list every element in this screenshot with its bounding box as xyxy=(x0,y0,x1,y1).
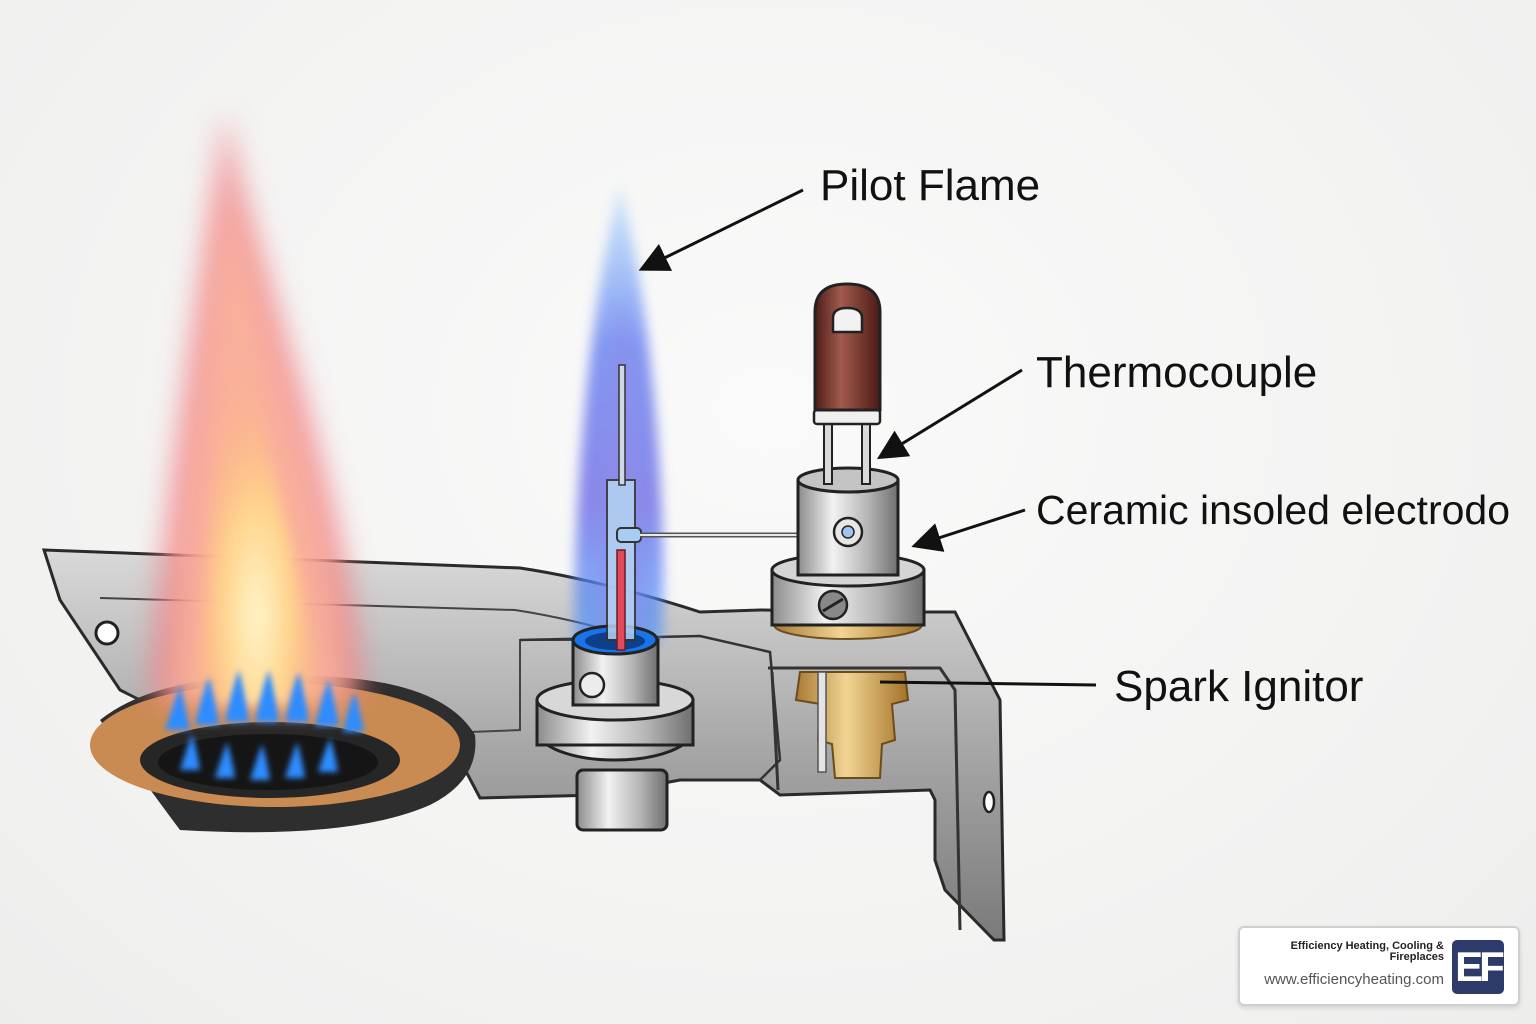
burner-flame xyxy=(150,110,364,780)
thermocouple-label: Thermocouple xyxy=(1036,348,1317,397)
electrode-leader xyxy=(911,508,1026,552)
brand-card[interactable]: Efficiency Heating, Cooling & Fireplaces… xyxy=(1238,926,1520,1006)
thermocouple-leader xyxy=(876,368,1023,460)
electrode-label: Ceramic insoled electrodo xyxy=(1036,487,1510,533)
thermocouple-assembly xyxy=(770,282,926,640)
brand-company-name: Efficiency Heating, Cooling & Fireplaces xyxy=(1290,940,1444,963)
spark-ignitor-label: Spark Ignitor xyxy=(1114,662,1363,711)
main-burner xyxy=(90,675,476,833)
mounting-hole xyxy=(94,620,120,646)
pilot-flame-label: Pilot Flame xyxy=(820,161,1040,210)
pilot-flame-leader xyxy=(638,188,804,271)
mounting-slot xyxy=(982,790,996,814)
brand-logo-icon: EF xyxy=(1452,940,1505,994)
callout-leaders xyxy=(638,188,1097,687)
spark-ignitor xyxy=(794,671,910,779)
brand-url[interactable]: www.efficiencyheating.com xyxy=(1264,971,1444,988)
burner-jets xyxy=(165,670,364,780)
spark-ignitor-leader xyxy=(879,680,1097,687)
